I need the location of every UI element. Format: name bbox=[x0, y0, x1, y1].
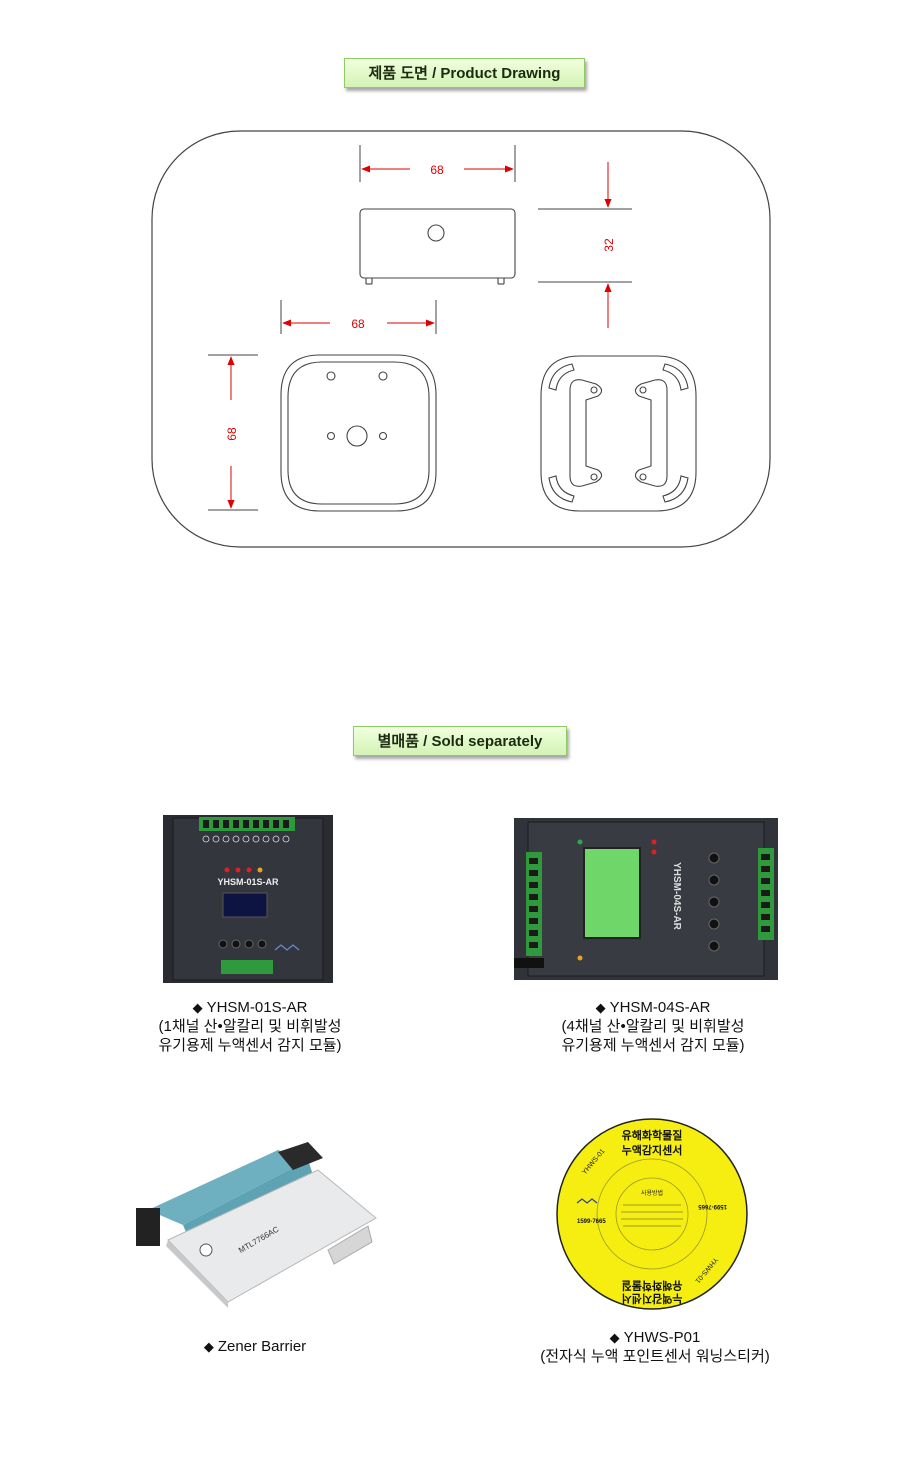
dim-label-side-height: 68 bbox=[225, 427, 239, 441]
yhsm-04s-ar-photo: YHSM-04S-AR bbox=[514, 818, 778, 980]
bullet-diamond-icon: ◆ bbox=[192, 1000, 203, 1015]
dimension-mid-width bbox=[280, 300, 437, 334]
product-desc-line: (4채널 산•알칼리 및 비휘발성 bbox=[561, 1018, 745, 1035]
yhsm-01s-ar-caption: ◆YHSM-01S-AR (1채널 산•알칼리 및 비휘발성 유기용제 누액센서… bbox=[120, 998, 380, 1055]
zener-barrier-caption: ◆Zener Barrier bbox=[130, 1337, 380, 1356]
yhws-p01-caption: ◆YHWS-P01 (전자식 누액 포인트센서 워닝스티커) bbox=[520, 1328, 790, 1366]
product-drawing: 68 32 68 68 bbox=[151, 130, 771, 548]
yhsm-01s-ar-photo: YHSM-01S-AR bbox=[163, 815, 333, 983]
product-desc-line: 유기용제 누액센서 감지 모듈) bbox=[158, 1037, 342, 1054]
product-name: YHWS-P01 bbox=[623, 1329, 701, 1346]
product-name: YHSM-01S-AR bbox=[206, 999, 308, 1016]
dimension-side-height bbox=[208, 354, 258, 511]
dimension-height bbox=[538, 162, 632, 328]
sticker-usage-title: 사용방법 bbox=[641, 1189, 663, 1197]
zener-barrier-photo: MTL7766AC bbox=[136, 1142, 377, 1308]
sticker-phone: 1599-7665 bbox=[577, 1219, 606, 1225]
section-title-sold-separately: 별매품 / Sold separately bbox=[353, 726, 567, 756]
yhsm-04s-device-label: YHSM-04S-AR bbox=[671, 862, 682, 931]
sticker-title-1: 유해화학물질 bbox=[622, 1128, 683, 1142]
bullet-diamond-icon: ◆ bbox=[595, 1000, 606, 1015]
product-desc-line: (1채널 산•알칼리 및 비휘발성 bbox=[158, 1018, 342, 1035]
bullet-diamond-icon: ◆ bbox=[203, 1339, 214, 1354]
bracket-view bbox=[540, 355, 697, 512]
yhsm-04s-ar-caption: ◆YHSM-04S-AR (4채널 산•알칼리 및 비휘발성 유기용제 누액센서… bbox=[523, 998, 783, 1055]
yhsm-01s-device-label: YHSM-01S-AR bbox=[217, 877, 279, 887]
product-desc-line: (전자식 누액 포인트센서 워닝스티커) bbox=[540, 1348, 770, 1365]
top-view bbox=[359, 208, 516, 285]
bottom-view bbox=[280, 354, 437, 512]
sticker-logo-icon bbox=[576, 1198, 598, 1204]
product-name: YHSM-04S-AR bbox=[609, 999, 711, 1016]
dim-label-top-width: 68 bbox=[430, 163, 444, 177]
sticker-title-1-inverted: 유해화학물질 bbox=[622, 1279, 683, 1293]
product-desc-line: 유기용제 누액센서 감지 모듈) bbox=[561, 1037, 745, 1054]
drawing-outline bbox=[151, 130, 771, 548]
section-title-drawing: 제품 도면 / Product Drawing bbox=[344, 58, 585, 88]
sticker-title-2: 누액감지센서 bbox=[622, 1143, 683, 1157]
yhws-p01-sticker: 유해화학물질 누액감지센서 유해화학물질 누액감지센서 YHWS-01 YHWS… bbox=[556, 1118, 748, 1310]
product-name: Zener Barrier bbox=[217, 1338, 307, 1355]
bullet-diamond-icon: ◆ bbox=[609, 1330, 620, 1345]
dimension-top-width bbox=[359, 145, 516, 182]
sticker-phone-inverted: 1599-7665 bbox=[698, 1203, 727, 1209]
dim-label-mid-width: 68 bbox=[351, 317, 365, 331]
sticker-title-2-inverted: 누액감지센서 bbox=[622, 1292, 683, 1306]
dim-label-height: 32 bbox=[602, 238, 616, 252]
